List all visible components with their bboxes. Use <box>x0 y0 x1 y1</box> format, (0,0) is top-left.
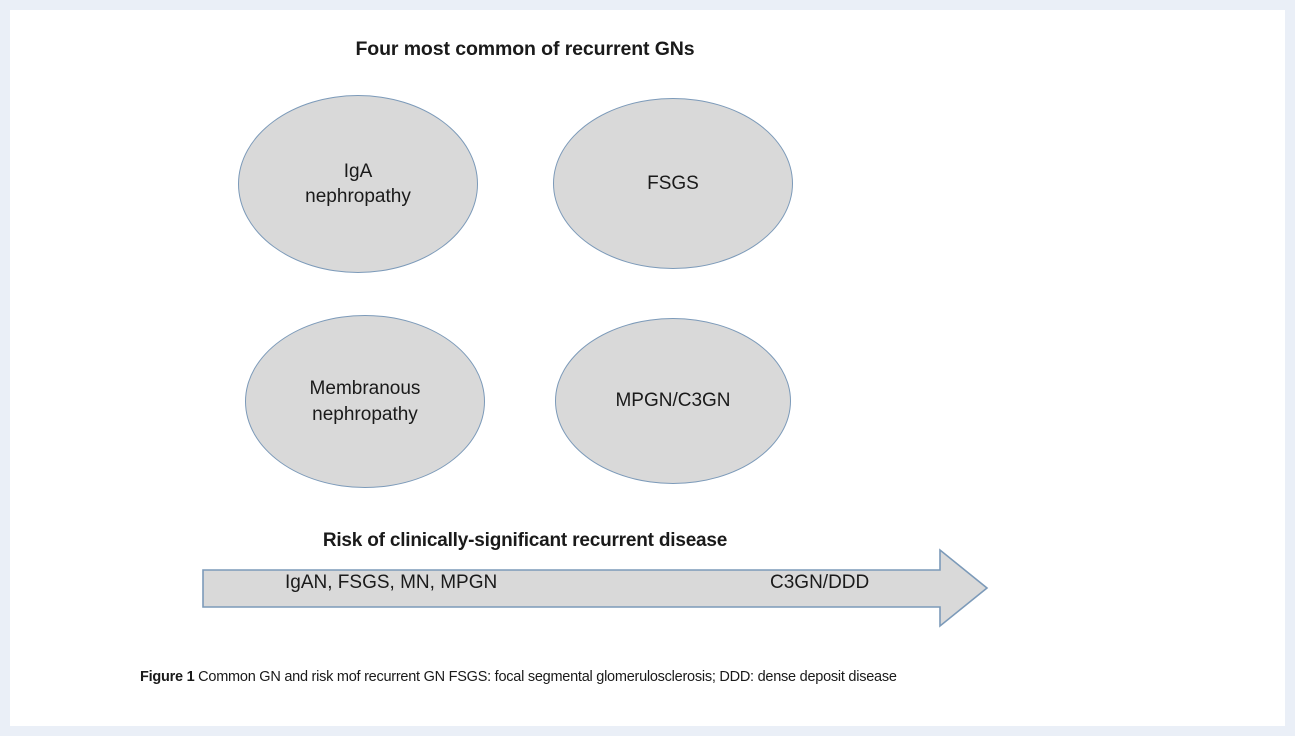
risk-label-high-end: C3GN/DDD <box>770 572 870 593</box>
figure-page: Four most common of recurrent GNs IgA ne… <box>10 10 1285 726</box>
figure-caption: Figure 1 Common GN and risk mof recurren… <box>140 669 1160 685</box>
node-iga-nephropathy: IgA nephropathy <box>238 95 478 273</box>
figure-caption-prefix: Figure 1 <box>140 669 195 685</box>
node-membranous-nephropathy: Membranous nephropathy <box>245 315 485 488</box>
figure-canvas: Four most common of recurrent GNs IgA ne… <box>10 10 1285 726</box>
risk-label-low-end: IgAN, FSGS, MN, MPGN <box>285 572 498 593</box>
node-mpgn-c3gn: MPGN/C3GN <box>555 318 791 484</box>
risk-scale-heading: Risk of clinically-significant recurrent… <box>322 530 728 551</box>
figure-caption-text: Common GN and risk mof recurrent GN FSGS… <box>194 669 897 685</box>
right-arrow-icon <box>202 548 989 628</box>
figure-title: Four most common of recurrent GNs <box>355 38 695 60</box>
node-fsgs: FSGS <box>553 98 793 269</box>
risk-gradient-arrow <box>193 538 993 630</box>
